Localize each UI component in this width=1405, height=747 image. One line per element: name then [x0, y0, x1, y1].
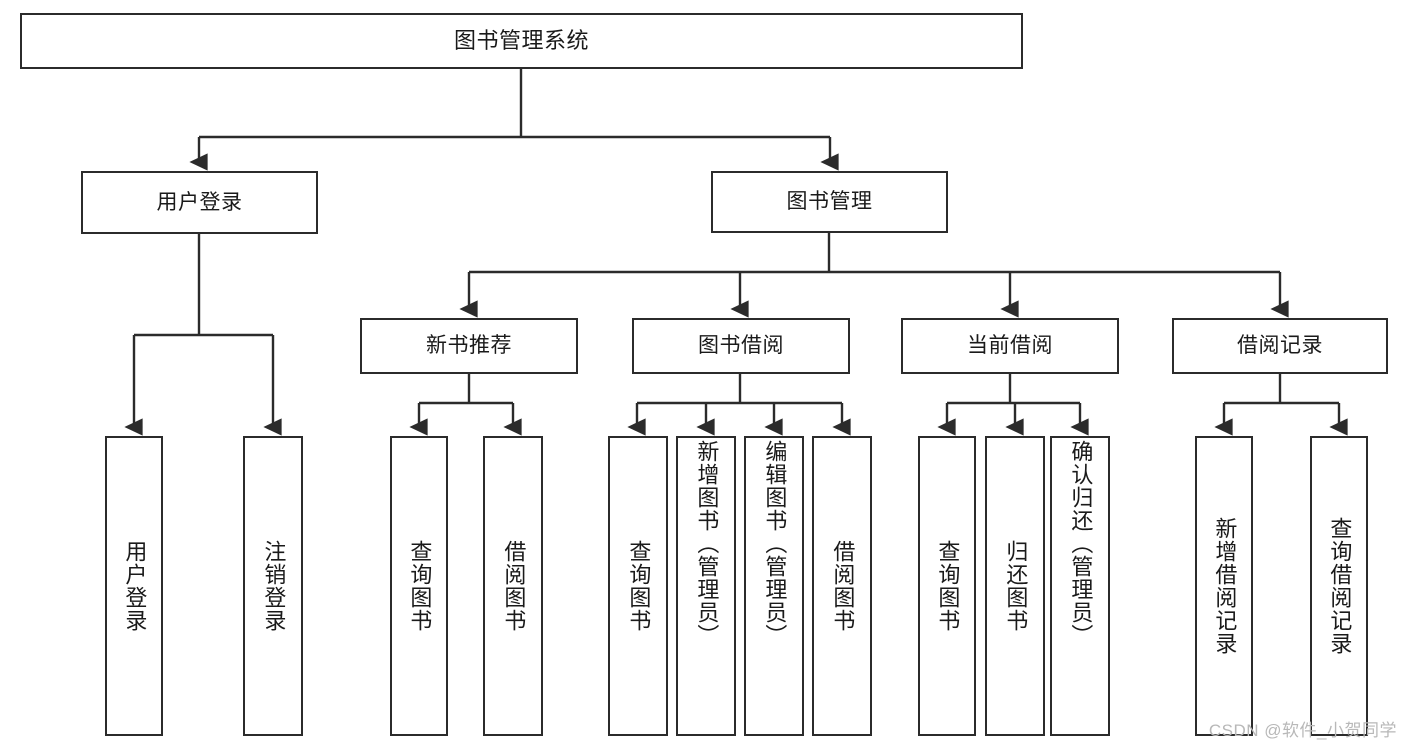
node-label: 当前借阅: [967, 334, 1053, 358]
node-book-borrow[interactable]: 图书借阅: [632, 318, 850, 374]
node-label: 查询借阅记录: [1327, 517, 1353, 655]
csdn-watermark: CSDN @软件_小贺同学: [1208, 721, 1397, 740]
node-leaf-user-login[interactable]: 用户登录: [105, 436, 163, 736]
node-label: 图书管理: [786, 190, 873, 214]
node-label: 确认归还（管理员）: [1068, 440, 1094, 647]
node-leaf-query-book-current[interactable]: 查询图书: [918, 436, 976, 736]
node-label: 查询图书: [626, 540, 652, 632]
node-label: 用户登录: [156, 190, 243, 214]
node-label: 新书推荐: [426, 334, 512, 358]
node-leaf-return-book[interactable]: 归还图书: [985, 436, 1045, 736]
node-label: 查询图书: [935, 540, 961, 632]
node-borrow-record[interactable]: 借阅记录: [1172, 318, 1388, 374]
node-label: 借阅图书: [830, 540, 856, 632]
node-label: 借阅记录: [1237, 334, 1323, 358]
node-leaf-logout[interactable]: 注销登录: [243, 436, 303, 736]
node-label: 注销登录: [261, 540, 287, 632]
node-book-management-system[interactable]: 图书管理系统: [20, 13, 1023, 69]
node-label: 新增图书（管理员）: [694, 440, 720, 647]
node-label: 编辑图书（管理员）: [762, 440, 788, 647]
node-label: 用户登录: [122, 540, 148, 632]
node-leaf-query-book-rec[interactable]: 查询图书: [390, 436, 448, 736]
node-leaf-query-borrow-record[interactable]: 查询借阅记录: [1310, 436, 1368, 736]
node-leaf-borrow-book[interactable]: 借阅图书: [812, 436, 872, 736]
node-leaf-borrow-book-rec[interactable]: 借阅图书: [483, 436, 543, 736]
node-new-book-recommendation[interactable]: 新书推荐: [360, 318, 578, 374]
node-leaf-add-book-admin[interactable]: 新增图书（管理员）: [676, 436, 736, 736]
node-current-borrow[interactable]: 当前借阅: [901, 318, 1119, 374]
node-label: 图书借阅: [698, 334, 784, 358]
node-book-management[interactable]: 图书管理: [711, 171, 948, 233]
node-label: 归还图书: [1003, 540, 1029, 632]
node-label: 借阅图书: [501, 540, 527, 632]
node-label: 新增借阅记录: [1212, 517, 1238, 655]
node-label: 图书管理系统: [453, 27, 589, 53]
node-user-login[interactable]: 用户登录: [81, 171, 318, 234]
node-leaf-confirm-return-admin[interactable]: 确认归还（管理员）: [1050, 436, 1110, 736]
node-label: 查询图书: [407, 540, 433, 632]
node-leaf-query-book-borrow[interactable]: 查询图书: [608, 436, 668, 736]
node-leaf-add-borrow-record[interactable]: 新增借阅记录: [1195, 436, 1253, 736]
node-leaf-edit-book-admin[interactable]: 编辑图书（管理员）: [744, 436, 804, 736]
